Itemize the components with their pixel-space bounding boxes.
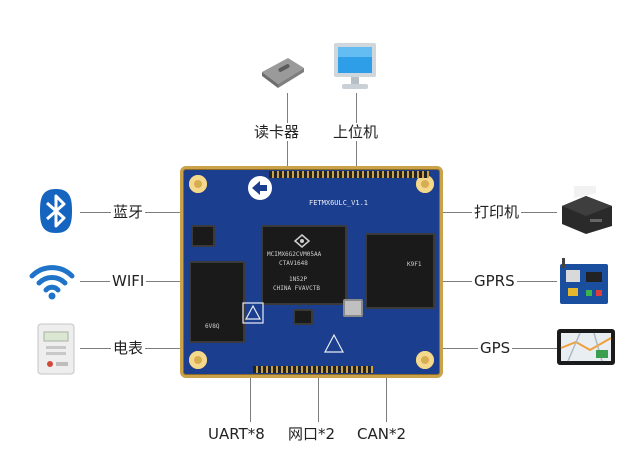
label-gprs: GPRS — [472, 272, 517, 290]
ce-mark-icon — [323, 333, 345, 355]
left-chip-code: 6V8Q — [205, 323, 220, 330]
bluetooth-icon — [36, 188, 76, 234]
orientation-marker-icon — [247, 175, 273, 201]
label-uart: UART*8 — [206, 425, 267, 443]
small-ic — [191, 225, 215, 247]
gprs-module-icon — [556, 256, 612, 308]
right-memory-chip: K9F1 — [365, 233, 435, 309]
label-bluetooth: 蓝牙 — [111, 203, 146, 221]
small-ic-2 — [293, 309, 313, 325]
receipt-printer-icon — [556, 181, 616, 236]
nxp-logo-icon — [291, 233, 313, 248]
mount-hole-bottom-left — [189, 351, 207, 369]
bottom-pin-header — [253, 366, 373, 373]
label-meter: 电表 — [111, 339, 146, 357]
cpu-marking-5: CHINA FVAVCTB — [273, 285, 320, 292]
cpu-marking-1: MCIMX6G2CVM05AA — [267, 251, 322, 258]
label-host-pc: 上位机 — [331, 123, 381, 141]
connector-uart — [250, 372, 251, 422]
cpu-marking-2: CTAV1648 — [279, 260, 308, 267]
core-board: FETMX6ULC_V1.1 6V8Q MCIMX6G2CVM05AA CTAV… — [180, 166, 443, 378]
mount-hole-bottom-right — [416, 351, 434, 369]
label-gps: GPS — [478, 339, 513, 357]
crystal — [343, 299, 363, 317]
mount-hole-top-right — [416, 175, 434, 193]
label-printer: 打印机 — [472, 203, 522, 221]
computer-monitor-icon — [330, 40, 380, 94]
label-ethernet: 网口*2 — [286, 425, 338, 443]
top-pin-header — [269, 171, 429, 178]
electric-meter-icon — [36, 322, 76, 376]
esd-warning-icon — [241, 301, 265, 325]
connector-can — [386, 372, 387, 422]
label-card-reader: 读卡器 — [252, 123, 302, 141]
cpu-marking-4: 1N52P — [289, 276, 308, 283]
mount-hole-top-left — [189, 175, 207, 193]
label-can: CAN*2 — [355, 425, 408, 443]
connector-ethernet — [318, 372, 319, 422]
card-reader-icon — [258, 52, 308, 92]
right-chip-code: K9F1 — [407, 261, 422, 268]
board-model-label: FETMX6ULC_V1.1 — [309, 199, 369, 207]
left-memory-chip: 6V8Q — [189, 261, 245, 343]
cpu-chip: MCIMX6G2CVM05AA CTAV1648 1N52P CHINA FVA… — [261, 225, 347, 305]
gps-navigator-icon — [556, 328, 616, 366]
label-wifi: WIFI — [110, 272, 147, 290]
wifi-icon — [28, 262, 76, 300]
